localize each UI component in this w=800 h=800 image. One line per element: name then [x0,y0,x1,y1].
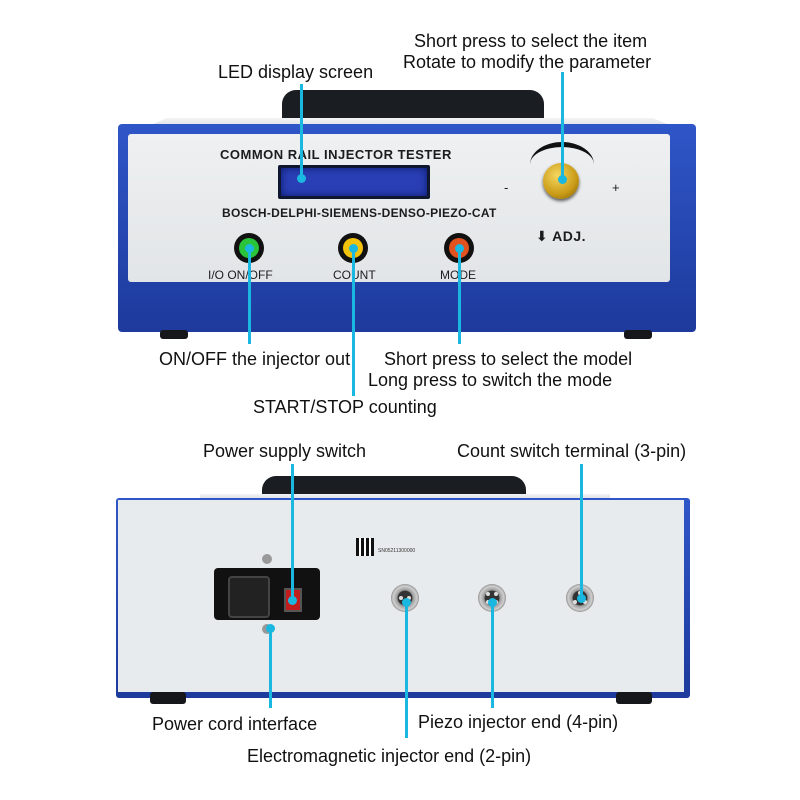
connector-pin [573,600,577,604]
leader-count-dot [349,244,358,253]
leader-electromagnetic-dot [402,598,411,607]
callout-led: LED display screen [218,62,374,82]
callout-power-cord: Power cord interface [152,714,318,734]
leader-power-cord-dot [266,624,275,633]
callout-knob-line2: Rotate to modify the parameter [403,52,652,72]
leader-power-switch [291,464,294,600]
leader-mode [458,248,461,344]
leader-onoff [248,248,251,344]
knob-plus-label: + [612,180,621,195]
leader-knob-dot [558,175,567,184]
knob-minus-label: - [504,180,509,195]
callout-power-switch: Power supply switch [203,441,367,461]
leader-piezo-dot [488,598,497,607]
front-unit: COMMON RAIL INJECTOR TESTER BOSCH-DELPHI… [0,0,800,360]
leader-count-terminal-dot [577,594,586,603]
adj-label: ⬇ ADJ. [536,228,586,244]
front-foot-right [624,330,652,339]
power-module-screw-top [262,554,272,564]
callout-count-terminal: Count switch terminal (3-pin) [457,441,687,461]
leader-onoff-dot [245,244,254,253]
connector-pin [494,592,498,596]
back-unit: SN05211300000 [0,440,800,710]
leader-led-dot [297,174,306,183]
serial-sticker: SN05211300000 [378,548,416,554]
brand-list: BOSCH-DELPHI-SIEMENS-DENSO-PIEZO-CAT [222,206,497,220]
leader-count [352,248,355,396]
connector-pin [399,596,403,600]
callout-electromagnetic: Electromagnetic injector end (2-pin) [247,746,532,766]
onoff-button-label: I/O ON/OFF [208,268,273,282]
callout-knob-line1: Short press to select the item [414,31,648,51]
leader-power-cord [269,628,272,708]
leader-knob [561,72,564,180]
power-cord-socket[interactable] [228,576,270,618]
panel-title: COMMON RAIL INJECTOR TESTER [220,147,452,162]
leader-electromagnetic [405,602,408,738]
leader-power-switch-dot [288,596,297,605]
callout-mode-line1: Short press to select the model [384,349,633,369]
qr-code [356,538,374,556]
callout-piezo: Piezo injector end (4-pin) [418,712,619,732]
leader-mode-dot [455,244,464,253]
back-foot-right [616,692,652,704]
connector-pin [583,600,587,604]
leader-led [300,84,303,178]
callout-count: START/STOP counting [253,397,437,417]
callout-mode-line2: Long press to switch the mode [368,370,613,390]
callout-onoff: ON/OFF the injector out [159,349,351,369]
leader-count-terminal [580,464,583,598]
connector-pin [486,592,490,596]
front-foot-left [160,330,188,339]
back-foot-left [150,692,186,704]
leader-piezo [491,602,494,708]
